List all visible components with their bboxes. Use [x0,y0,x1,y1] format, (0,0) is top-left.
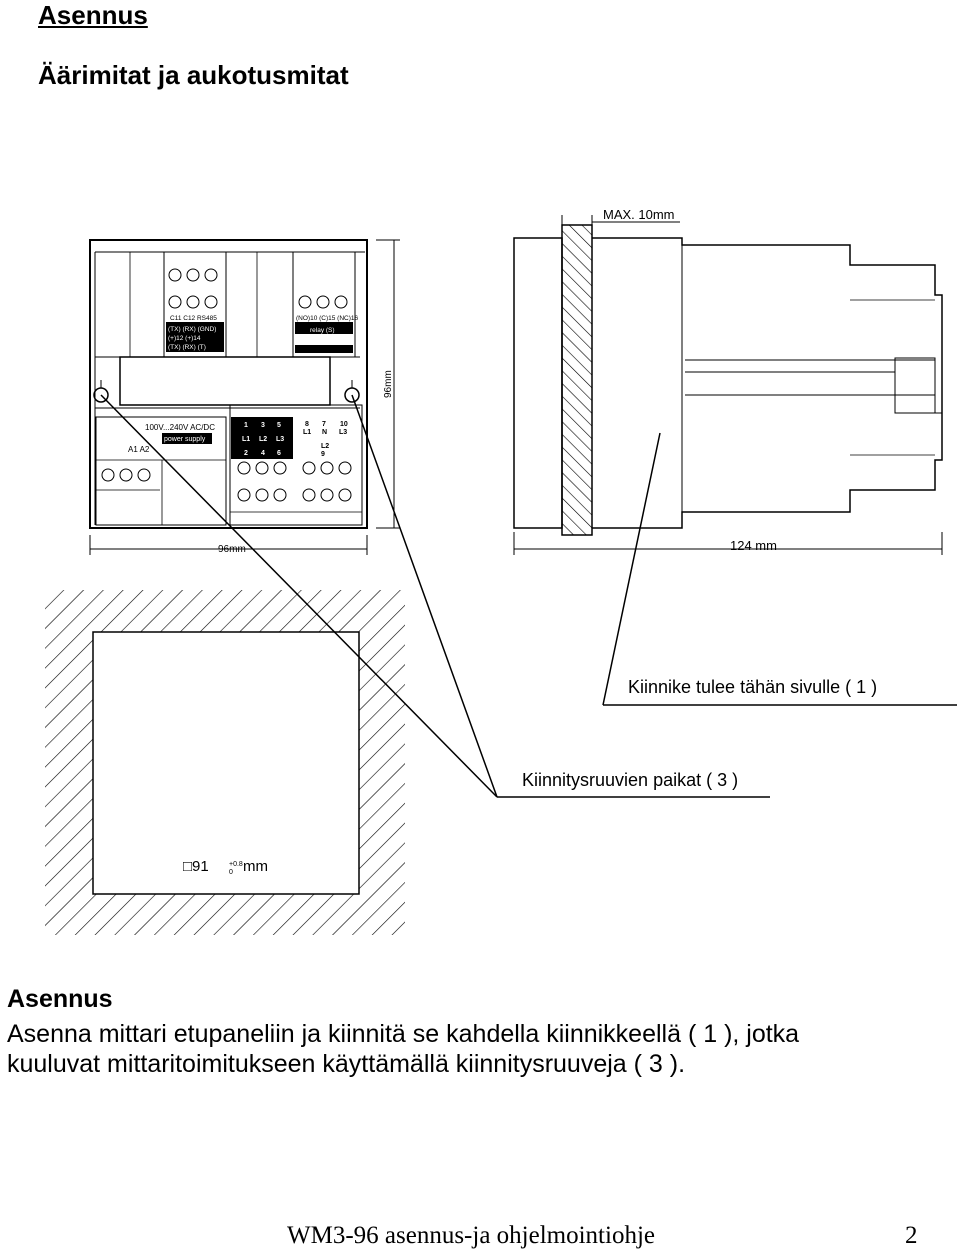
side-depth-label: 124 mm [730,538,777,553]
relay-box: relay (S) [310,327,335,334]
screws-label: Kiinnitysruuvien paikat ( 3 ) [522,770,738,790]
page-number: 2 [905,1222,918,1249]
footer-title: WM3-96 asennus-ja ohjelmointiohje [287,1222,655,1249]
svg-text:2: 2 [244,450,248,457]
supply-box: power supply [164,436,206,443]
front-width-label: 96mm [218,544,246,555]
panel-cutout [45,590,405,935]
rs485-row1: (TX) (RX) (GND) [168,326,216,333]
cutout-size: □91 [183,858,209,875]
svg-text:L2: L2 [321,443,329,450]
svg-text:10: 10 [340,421,348,428]
body-line-2: kuuluvat mittaritoimitukseen käyttämällä… [7,1050,686,1078]
svg-text:L3: L3 [276,436,284,443]
svg-text:4: 4 [261,450,265,457]
rs485-row3: (TX) (RX) (T) [168,344,206,351]
cutout-tolerance-bottom: 0 [229,869,233,876]
a-terminals: A1 A2 [128,445,150,454]
svg-text:1: 1 [244,422,248,429]
svg-text:5: 5 [277,422,281,429]
svg-text:6: 6 [277,450,281,457]
relay-header: (NO)10 (C)15 (NC)16 [296,315,359,322]
front-height-label: 96mm [383,370,394,398]
svg-text:L2: L2 [259,436,267,443]
supply-label: 100V...240V AC/DC [145,423,215,432]
bracket-label: Kiinnike tulee tähän sivulle ( 1 ) [628,677,877,697]
svg-text:8: 8 [305,421,309,428]
svg-text:L1: L1 [303,429,311,436]
terminal-numbers: 1 3 5 8 7 10 L1 L2 L3 L1 N L3 2 4 6 L2 9 [242,421,348,458]
cutout-unit: mm [243,858,268,875]
svg-text:7: 7 [322,421,326,428]
cutout-tolerance-top: +0.8 [229,861,243,868]
front-labels: C11 C12 RS485 (TX) (RX) (GND) (+)12 (+)1… [128,315,359,454]
body-line-1: Asenna mittari etupaneliin ja kiinnitä s… [7,1020,800,1048]
svg-text:3: 3 [261,422,265,429]
svg-text:N: N [322,429,327,436]
svg-text:L3: L3 [339,429,347,436]
max-panel-label: MAX. 10mm [603,207,675,222]
rs485-row2: (+)12 (+)14 [168,335,201,342]
page-title: Asennus [38,0,148,30]
svg-text:9: 9 [321,451,325,458]
svg-text:L1: L1 [242,436,250,443]
leader-lines [100,394,957,798]
front-view [89,239,368,529]
dimension-drawing: C11 C12 RS485 (TX) (RX) (GND) (+)12 (+)1… [45,207,957,935]
side-view [513,215,943,555]
section-heading: Asennus [7,985,113,1013]
page-subtitle: Äärimitat ja aukotusmitat [38,60,349,90]
rs485-header: C11 C12 RS485 [170,315,217,322]
front-dimensions [89,239,400,555]
